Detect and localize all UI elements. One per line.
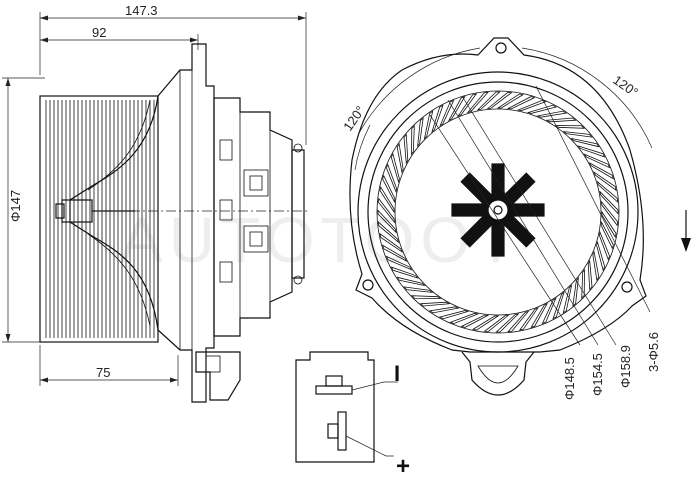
angle-right: 120° [610,72,641,100]
dia-mid: Φ154.5 [590,353,605,396]
mount-hole-top [495,42,507,54]
dim-housing-length: 92 [92,25,106,40]
side-view: 147.3 92 Φ147 75 [2,3,310,403]
dia-outer: Φ158.9 [618,345,633,388]
connector-negative-label: I [394,361,400,386]
hole-callout: 3-Φ5.6 [646,332,661,372]
dia-inner: Φ148.5 [562,357,577,400]
connector-positive-label: + [396,453,410,479]
angle-left: 120° [340,103,368,134]
watermark: AUTOTOOT [120,204,521,276]
mount-hole-left [362,279,374,291]
connector-detail: I + [295,351,410,479]
mount-hole-right [621,281,633,293]
dim-overall-length: 147.3 [125,3,158,18]
rotation-arrow-icon [681,238,691,252]
dim-diameter: Φ147 [8,190,23,222]
dim-shaft-length: 75 [96,365,110,380]
front-view: 120° 120° Φ148.5 Φ154.5 Φ158.9 3-Φ5.6 [340,37,691,400]
